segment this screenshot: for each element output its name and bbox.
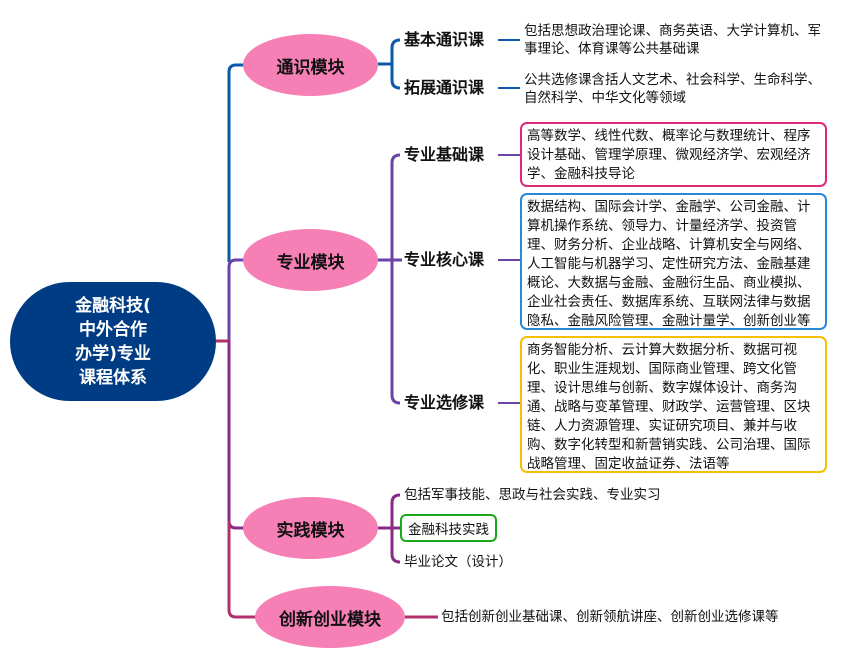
box-major-elective: 商务智能分析、云计算大数据分析、数据可视化、职业生涯规划、国际商业管理、跨文化管… (520, 336, 827, 473)
practice-item: 毕业论文（设计） (404, 554, 512, 570)
practice-item-highlighted: 金融科技实践 (400, 514, 497, 542)
desc-innovation: 包括创新创业基础课、创新领航讲座、创新创业选修课等 (441, 609, 779, 625)
connector-practice (227, 341, 245, 530)
root-title-line: 中外合作 (79, 319, 147, 340)
box-major-core: 数据结构、国际会计学、金融学、公司金融、计算机操作系统、领导力、计量经济学、投资… (520, 193, 827, 330)
box-major-basic: 高等数学、线性代数、概率论与数理统计、程序设计基础、管理学原理、微观经济学、宏观… (520, 122, 827, 187)
practice-item: 包括军事技能、思政与社会实践、专业实习 (404, 487, 661, 503)
node-basic-general[interactable]: 基本通识课 (404, 30, 485, 49)
desc-line-major (498, 154, 520, 404)
desc-extended-general: 公共选修课含括人文艺术、社会科学、生命科学、自然科学、中华文化等领域 (524, 72, 821, 106)
root-title-line: 金融科技( (75, 295, 151, 316)
bracket-practice (378, 493, 401, 564)
node-major-core[interactable]: 专业核心课 (404, 250, 485, 269)
node-major-basic[interactable]: 专业基础课 (404, 145, 485, 164)
desc-basic-general: 包括思想政治理论课、商务英语、大学计算机、军事理论、体育课等公共基础课 (524, 23, 821, 57)
connector-general (227, 63, 245, 262)
root-title-line: 办学)专业 (75, 343, 151, 364)
module-general[interactable]: 通识模块 (243, 34, 378, 96)
root-title-line: 课程体系 (79, 367, 147, 388)
node-major-elective[interactable]: 专业选修课 (404, 393, 485, 412)
root-node[interactable]: 金融科技( 中外合作 办学)专业 课程体系 (10, 282, 216, 401)
connector-major (227, 258, 245, 341)
bracket-general (378, 38, 401, 90)
connector-innovation (227, 521, 258, 619)
node-extended-general[interactable]: 拓展通识课 (404, 78, 485, 97)
bracket-major (378, 153, 402, 405)
desc-line-general (498, 39, 520, 89)
module-practice[interactable]: 实践模块 (243, 497, 378, 559)
module-innovation[interactable]: 创新创业模块 (255, 586, 405, 648)
module-major[interactable]: 专业模块 (243, 229, 378, 291)
